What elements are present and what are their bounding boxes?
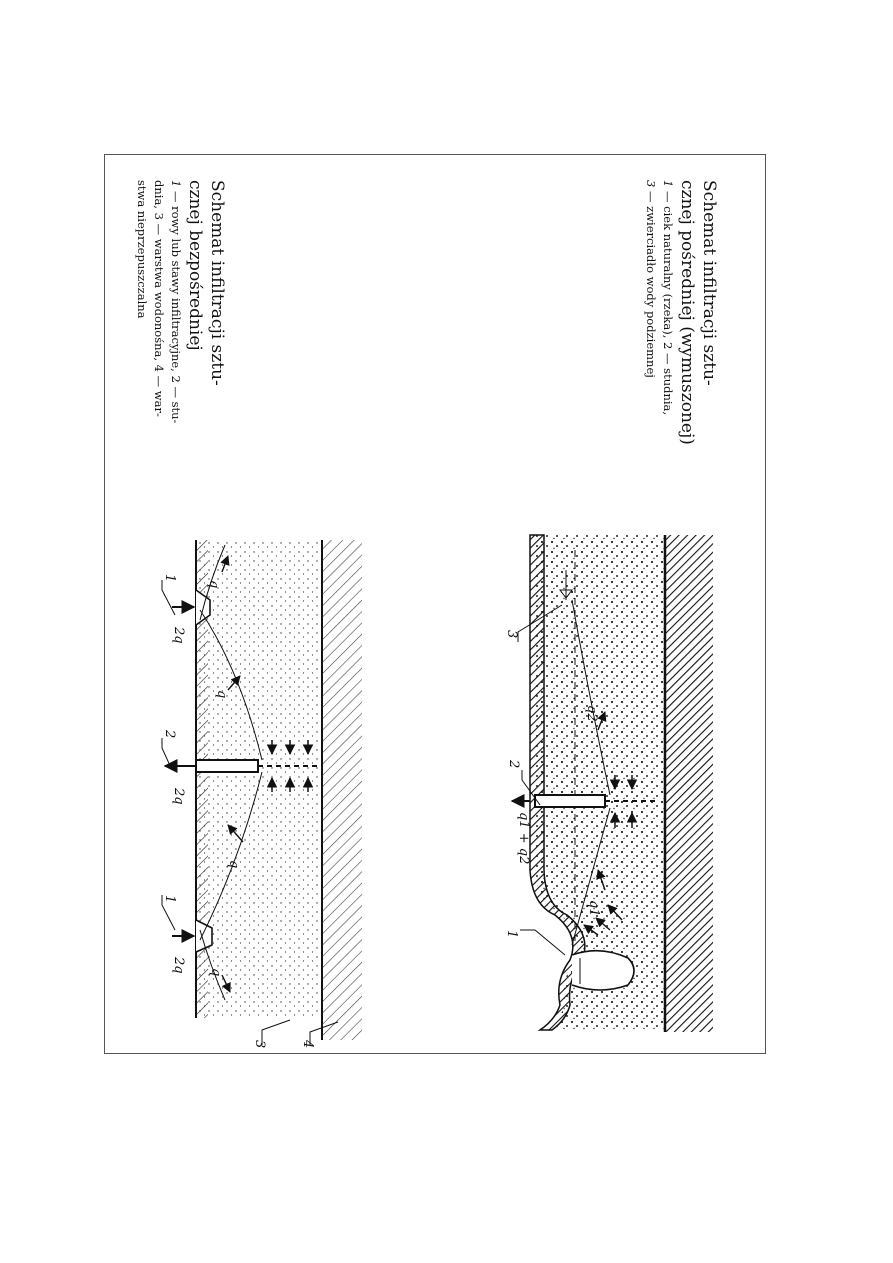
flow-arrow-q2 [597, 711, 607, 731]
label-ditch-left: 1 [162, 895, 177, 903]
caption2-legend-line1: 1 — ciek naturalny (rzeka), 2 — studnia, [661, 180, 675, 416]
well-casing [195, 759, 259, 773]
water-table-q1 [571, 807, 611, 946]
label-river: 1 [504, 930, 519, 938]
label-q-d: q [208, 968, 223, 976]
impermeable-layer [322, 540, 362, 1040]
caption-figure1: Schemat infiltracji sztu- cznej bezpośre… [133, 180, 228, 423]
label-well-2: 2 [506, 759, 521, 768]
label-flow-out-2: q1 + q2 [516, 812, 531, 864]
river-channel [571, 949, 635, 991]
water-table-q2 [571, 599, 611, 796]
label-q-c: q [206, 580, 221, 588]
flow-arrow-q-c [220, 555, 230, 573]
label-q-a: q [226, 860, 241, 868]
ground-surface-hatch [196, 540, 208, 1018]
caption1-title-line1: Schemat infiltracji sztu- [207, 180, 227, 386]
label-flow-in-right: 2q [171, 626, 186, 644]
figure-frame [104, 154, 766, 1054]
water-table-outer-left [199, 929, 226, 1001]
figure2-labels: 1 2 3 q1 + q2 q1 q2 [504, 630, 601, 938]
well-casing-2 [534, 794, 606, 808]
label-ditch-right: 1 [162, 574, 177, 582]
flow-arrow-q-b [227, 675, 241, 691]
figure1-labels: 1 1 2 3 4 2q 2q 2q q q q q [162, 574, 315, 1048]
river-inflow-arrows [583, 904, 623, 936]
aquifer-layer [196, 540, 322, 1018]
diagram-induced-infiltration: 1 2 3 q1 + q2 q1 q2 [504, 534, 713, 1032]
label-well: 2 [162, 729, 177, 738]
caption1-legend-line2: dnia, 3 — warstwa wodonośna, 4 — war- [152, 180, 166, 417]
caption2-title-line2: cznej pośredniej (wymuszonej) [677, 180, 697, 445]
label-q1: q1 [586, 900, 601, 917]
ditch-left [195, 919, 213, 953]
caption1-legend-line3: stwa nieprzepuszczalna [135, 180, 149, 319]
caption1-title-line2: cznej bezpośredniej [185, 180, 205, 351]
label-impermeable: 4 [300, 1039, 315, 1048]
well-inflow-arrows-2 [609, 775, 638, 828]
caption2-title-line1: Schemat infiltracji sztu- [699, 180, 719, 386]
label-water-table: 3 [504, 630, 519, 638]
label-flow-out: 2q [171, 787, 186, 805]
aquifer-layer-2 [535, 535, 665, 1030]
flow-arrow-q-d [221, 974, 231, 993]
caption-figure2: Schemat infiltracji sztu- cznej pośredni… [642, 180, 720, 445]
label-flow-in-left: 2q [171, 956, 186, 974]
flow-arrow-q1 [596, 869, 606, 891]
water-table-left [199, 771, 263, 941]
impermeable-layer-2 [665, 535, 713, 1032]
diagram-direct-infiltration: 1 1 2 3 4 2q 2q 2q q q q q [161, 540, 362, 1048]
caption1-legend-line1: 1 — rowy lub stawy infiltracyjne, 2 — st… [169, 180, 183, 424]
well-inflow-arrows [266, 740, 314, 792]
caption2-legend-line2: 3 — zwierciadło wody podziemnej [644, 180, 658, 378]
label-q-b: q [214, 690, 229, 698]
ground-surface-hatch-2 [529, 534, 586, 1031]
flow-arrow-q-a [227, 824, 244, 843]
water-table-outer-right [199, 544, 226, 621]
label-aquifer: 3 [252, 1040, 267, 1048]
label-q2: q2 [584, 705, 599, 722]
